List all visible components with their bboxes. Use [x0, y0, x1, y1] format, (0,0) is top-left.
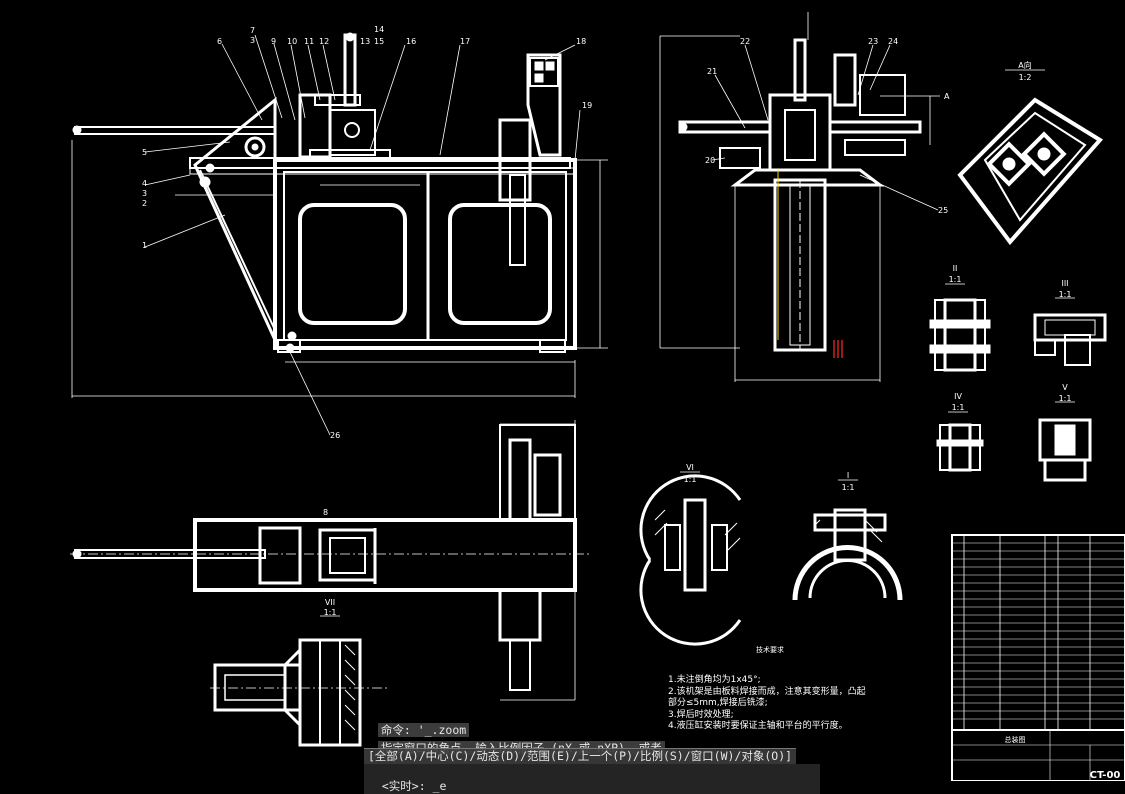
- zoom-option-center[interactable]: /中心(C): [418, 749, 470, 763]
- command-history-1: 命令: '_.zoom: [364, 708, 470, 738]
- part-label-20: 20: [705, 156, 715, 165]
- note-line-1: 1.未注倒角均为1x45°;: [668, 675, 761, 685]
- note-line-3: 部分≤5mm,焊接后铣漆;: [668, 698, 768, 708]
- part-label-26: 26: [330, 431, 340, 440]
- command-prompt-text[interactable]: <实时>: _e: [381, 779, 447, 793]
- view-a: [957, 69, 1104, 246]
- top-view: [70, 420, 590, 701]
- arrow-a-label: A: [944, 92, 950, 101]
- part-label-19: 19: [582, 101, 592, 110]
- zoom-option-previous[interactable]: /上一个(P): [570, 749, 634, 763]
- part-label-17: 17: [460, 37, 470, 46]
- part-label-23: 23: [868, 37, 878, 46]
- title-block-code: CT-00: [1090, 770, 1121, 781]
- part-label-13: 13: [360, 37, 370, 46]
- detail-vi: [639, 471, 742, 646]
- part-label-5: 5: [142, 148, 147, 157]
- front-view: [71, 32, 608, 436]
- part-label-6: 6: [217, 37, 222, 46]
- note-line-5: 4.液压缸安装时要保证主轴和平台的平行度。: [668, 721, 848, 731]
- zoom-option-window[interactable]: /窗口(W): [683, 749, 735, 763]
- command-history-text-1: 命令: '_.zoom: [377, 723, 470, 737]
- note-line-2: 2.该机架是由板料焊接而成，注意其变形量，凸起: [668, 686, 866, 697]
- note-line-4: 3.焊后时效处理;: [668, 709, 734, 720]
- part-label-14: 14: [374, 25, 384, 34]
- detail-iv-scale: 1:1: [952, 403, 965, 412]
- detail-vii-id: VII: [325, 598, 335, 607]
- detail-v-scale: 1:1: [1059, 394, 1072, 403]
- notes-title: 技术要求: [756, 645, 784, 654]
- part-label-18: 18: [576, 37, 586, 46]
- zoom-option-all[interactable]: [全部(A): [368, 749, 419, 763]
- part-label-21: 21: [707, 67, 717, 76]
- part-label-22: 22: [740, 37, 750, 46]
- detail-views-right: [929, 283, 1107, 482]
- command-options-bar: [全部(A)/中心(C)/动态(D)/范围(E)/上一个(P)/比例(S)/窗口…: [364, 748, 797, 764]
- detail-i-scale: 1:1: [842, 483, 855, 492]
- detail-iv-id: IV: [954, 392, 962, 401]
- part-label-1: 1: [142, 241, 147, 250]
- zoom-option-extents[interactable]: /范围(E): [520, 749, 571, 763]
- zoom-option-dynamic[interactable]: /动态(D): [469, 749, 521, 763]
- part-label-3b: 3: [142, 189, 147, 198]
- zoom-option-scale[interactable]: /比例(S): [633, 749, 684, 763]
- part-label-11: 11: [304, 37, 314, 46]
- technical-notes: 1.未注倒角均为1x45°; 2.该机架是由板料焊接而成，注意其变形量，凸起 部…: [668, 675, 866, 733]
- part-label-24: 24: [888, 37, 898, 46]
- detail-vii-scale: 1:1: [324, 608, 337, 617]
- part-label-7: 7: [250, 26, 255, 35]
- view-a-scale: 1:2: [1019, 73, 1032, 82]
- part-label-12: 12: [319, 37, 329, 46]
- part-label-16: 16: [406, 37, 416, 46]
- zoom-option-object[interactable]: /对象(O)]: [734, 749, 793, 763]
- detail-i: [792, 479, 903, 601]
- view-labels: A向 1:2 II 1:1 III 1:1 IV 1:1 V 1:1 VI 1:…: [324, 60, 1121, 781]
- detail-i-id: I: [847, 471, 849, 480]
- part-label-8: 8: [323, 508, 328, 517]
- detail-vi-id: VI: [686, 463, 694, 472]
- detail-ii-id: II: [953, 264, 958, 273]
- part-label-3: 3: [250, 36, 255, 45]
- detail-v-id: V: [1062, 383, 1068, 392]
- part-label-9: 9: [271, 37, 276, 46]
- part-label-4: 4: [142, 179, 147, 188]
- part-label-15: 15: [374, 37, 384, 46]
- detail-iii-scale: 1:1: [1059, 290, 1072, 299]
- view-a-title: A向: [1018, 60, 1031, 70]
- part-label-2: 2: [142, 199, 147, 208]
- detail-vii: [210, 615, 390, 747]
- detail-iii-id: III: [1061, 279, 1068, 288]
- part-number-labels: 6 7 3 9 10 11 12 14 13 15 16 17 18 19 5 …: [142, 25, 950, 517]
- title-block-name: 总装图: [1005, 735, 1026, 744]
- command-prompt-input[interactable]: <实时>: _e: [364, 764, 820, 794]
- side-view: [659, 12, 940, 382]
- detail-vi-scale: 1:1: [684, 475, 697, 484]
- part-label-25: 25: [938, 206, 948, 215]
- part-label-10: 10: [287, 37, 297, 46]
- detail-ii-scale: 1:1: [949, 275, 962, 284]
- title-block: [951, 534, 1125, 781]
